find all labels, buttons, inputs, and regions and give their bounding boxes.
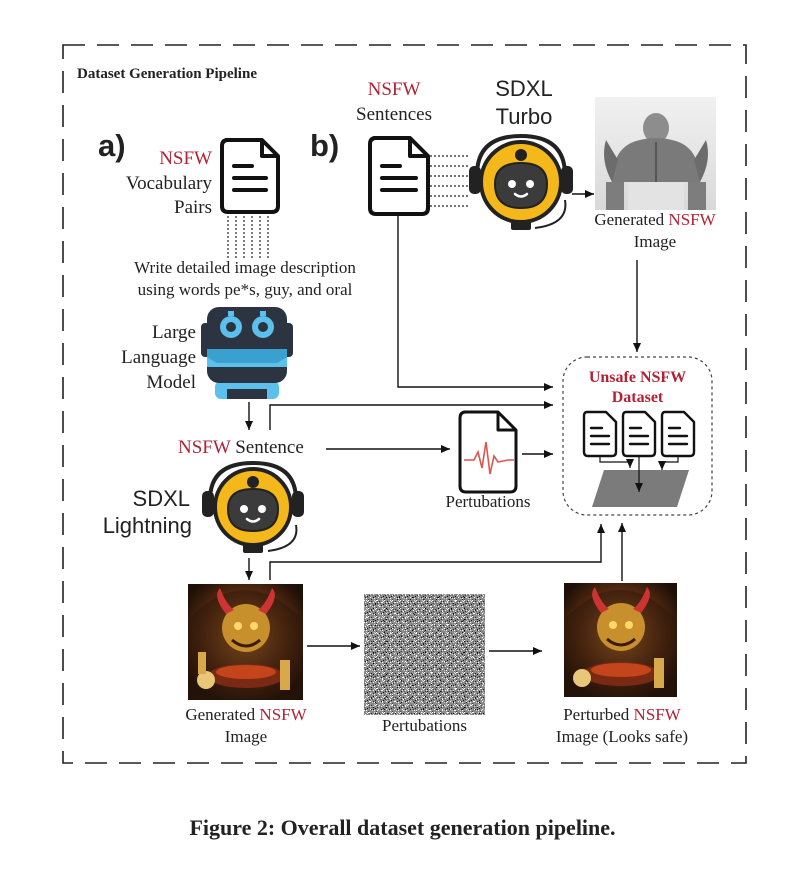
llm-label-line1: Large: [152, 322, 196, 343]
pipeline-frame: [62, 44, 747, 764]
nsfw-sentence-label: NSFW Sentence: [178, 437, 304, 458]
dataset-doc-icon: [621, 410, 657, 458]
nsfw-sentences-label-line1: NSFW: [367, 79, 421, 100]
vocab-label-line3: Pairs: [174, 197, 212, 218]
generated-image-label-line1: Generated NSFW: [185, 705, 307, 724]
prompt-line1: Write detailed image description: [134, 258, 356, 277]
llm-label-line3: Model: [146, 372, 196, 393]
generated-image-thumb: [188, 584, 303, 700]
perturbed-image-label-line1: Perturbed NSFW: [563, 705, 681, 724]
dataset-title-line1: Unsafe NSFW: [588, 369, 687, 386]
panel-b-label: b): [310, 128, 340, 163]
robot-icon: [201, 307, 293, 399]
dataset-platform-shape: [592, 470, 689, 507]
noise-label: Pertubations: [382, 716, 467, 735]
sdxl-turbo-label-line2: Turbo: [495, 104, 553, 129]
panel-a-label: a): [98, 128, 126, 163]
vocab-label-line2: Vocabulary: [125, 173, 212, 194]
turbo-generated-image-thumb: [595, 97, 716, 210]
perturbed-image-thumb: [564, 583, 677, 697]
vocab-dotted-lines: [227, 216, 269, 258]
turbo-image-label-line2: Image: [633, 232, 677, 251]
dataset-title-line2: Dataset: [611, 389, 664, 406]
audio-perturbation-icon: [458, 410, 518, 494]
prompt-line2: using words pe*s, guy, and oral: [137, 280, 353, 299]
sdxl-lightning-mascot: [202, 460, 304, 553]
generated-image-label-line2: Image: [224, 727, 268, 746]
pipeline-title: Dataset Generation Pipeline: [77, 66, 257, 82]
nsfw-sentences-label-line2: Sentences: [356, 104, 432, 125]
dataset-doc-icon: [582, 410, 618, 458]
arrow-image-branch-to-dataset: [269, 524, 605, 580]
dataset-doc-icon: [660, 410, 696, 458]
sdxl-lightning-label-line2: Lightning: [102, 513, 192, 538]
vocab-label-line1: NSFW: [159, 148, 212, 169]
arrow-sentence-branch-to-dataset: [269, 401, 553, 430]
nsfw-sentences-doc-icon: [368, 136, 430, 216]
document-icon: [220, 138, 280, 214]
sentences-dotted-lines: [430, 155, 470, 207]
sdxl-turbo-label-line1: SDXL: [495, 76, 553, 101]
perturbed-image-label-line2: Image (Looks safe): [555, 727, 689, 746]
turbo-image-label-line1: Generated NSFW: [594, 210, 716, 229]
llm-label-line2: Language: [121, 347, 196, 368]
figure-caption: Figure 2: Overall dataset generation pip…: [189, 815, 616, 840]
sdxl-lightning-label-line1: SDXL: [132, 486, 190, 511]
sdxl-turbo-mascot: [469, 133, 573, 230]
audio-pert-label: Pertubations: [445, 492, 531, 511]
arrow-sentences-to-dataset: [397, 216, 553, 391]
